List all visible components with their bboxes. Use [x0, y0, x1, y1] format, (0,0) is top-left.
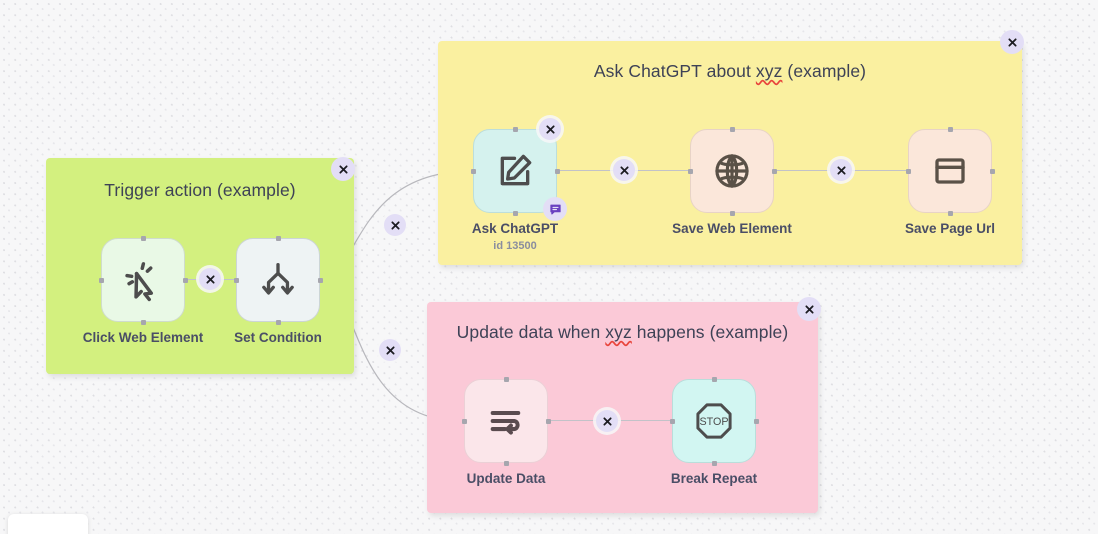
group-title-trigger-action: Trigger action (example)	[46, 180, 354, 201]
close-icon	[205, 274, 215, 284]
close-icon	[390, 220, 400, 230]
node-box-update-data[interactable]	[464, 379, 548, 463]
port-top[interactable]	[503, 376, 509, 382]
close-icon	[804, 304, 814, 314]
port-right[interactable]	[545, 418, 551, 424]
port-left[interactable]	[470, 168, 476, 174]
port-left[interactable]	[687, 168, 693, 174]
close-icon	[338, 164, 348, 174]
port-left[interactable]	[233, 277, 239, 283]
port-right[interactable]	[753, 418, 759, 424]
port-top[interactable]	[140, 235, 146, 241]
group-close-button-ask-chatgpt[interactable]	[1000, 30, 1024, 54]
node-ask-chatgpt[interactable]: Ask ChatGPT id 13500	[470, 118, 567, 252]
node-label-click-web-element: Click Web Element	[82, 330, 204, 345]
branch-split-icon	[262, 262, 294, 295]
group-title-prefix: Ask ChatGPT about	[593, 61, 756, 81]
edge-delete-button-to-updatedata-group[interactable]	[379, 339, 401, 361]
port-right[interactable]	[317, 277, 323, 283]
port-bottom[interactable]	[512, 210, 518, 216]
port-top[interactable]	[947, 126, 953, 132]
port-bottom[interactable]	[729, 210, 735, 216]
node-sublabel-ask-chatgpt: id 13500	[493, 240, 537, 252]
close-icon	[1007, 37, 1017, 47]
node-box-ask-chatgpt[interactable]	[473, 129, 557, 213]
port-left[interactable]	[461, 418, 467, 424]
node-close-button-ask-chatgpt[interactable]	[539, 118, 561, 140]
edit-square-icon	[500, 154, 532, 186]
node-label-break-repeat: Break Repeat	[670, 471, 758, 486]
close-icon	[836, 165, 846, 175]
close-icon	[545, 124, 555, 134]
group-title-misspelled-word: xyz	[605, 322, 632, 342]
bottom-left-panel[interactable]	[8, 514, 88, 534]
node-label-update-data: Update Data	[466, 471, 546, 486]
port-bottom[interactable]	[275, 319, 281, 325]
node-save-web-element[interactable]: Save Web Element	[672, 126, 792, 236]
port-bottom[interactable]	[140, 319, 146, 325]
port-top[interactable]	[512, 126, 518, 132]
group-trigger-action[interactable]: Trigger action (example) Click Web Eleme…	[46, 157, 355, 374]
cursor-click-icon	[125, 262, 153, 302]
node-box-break-repeat[interactable]: STOP	[672, 379, 756, 463]
node-label-save-web-element: Save Web Element	[672, 221, 792, 236]
group-update-data[interactable]: Update data when xyz happens (example) U…	[427, 297, 821, 513]
node-save-page-url[interactable]: Save Page Url	[905, 126, 995, 236]
edge-delete-button-webelement-to-pageurl[interactable]	[830, 159, 852, 181]
group-title-text: Trigger action (example)	[104, 180, 296, 200]
port-right[interactable]	[771, 168, 777, 174]
port-top[interactable]	[275, 235, 281, 241]
port-left[interactable]	[669, 418, 675, 424]
stop-sign-icon: STOP	[696, 403, 732, 439]
stop-text: STOP	[700, 416, 729, 428]
group-title-suffix: happens (example)	[631, 322, 789, 342]
globe-icon	[715, 154, 749, 188]
node-update-data[interactable]: Update Data	[461, 376, 551, 486]
port-top[interactable]	[729, 126, 735, 132]
port-left[interactable]	[98, 277, 104, 283]
node-click-web-element[interactable]: Click Web Element	[83, 235, 203, 345]
group-title-misspelled-word: xyz	[755, 61, 783, 81]
node-box-click-web-element[interactable]	[101, 238, 185, 322]
edge-delete-button-updatedata-to-breakrepeat[interactable]	[596, 410, 618, 432]
group-close-button-update-data[interactable]	[797, 297, 821, 321]
edge-delete-button-click-to-condition[interactable]	[199, 268, 221, 290]
node-box-set-condition[interactable]	[236, 238, 320, 322]
update-lines-icon	[490, 410, 521, 435]
port-right[interactable]	[554, 168, 560, 174]
edge-delete-button-to-chatgpt-group[interactable]	[384, 214, 406, 236]
port-right[interactable]	[182, 277, 188, 283]
node-box-save-web-element[interactable]	[690, 129, 774, 213]
node-comment-badge-ask-chatgpt[interactable]	[543, 197, 567, 221]
group-close-button-trigger-action[interactable]	[331, 157, 355, 181]
close-icon	[619, 165, 629, 175]
node-set-condition[interactable]: Set Condition	[233, 235, 323, 345]
node-box-save-page-url[interactable]	[908, 129, 992, 213]
group-title-ask-chatgpt: Ask ChatGPT about xyz (example)	[438, 61, 1022, 82]
port-bottom[interactable]	[947, 210, 953, 216]
node-label-set-condition: Set Condition	[234, 330, 322, 345]
group-ask-chatgpt[interactable]: Ask ChatGPT about xyz (example)	[438, 30, 1024, 265]
group-title-suffix: (example)	[782, 61, 867, 81]
edge-delete-button-chatgpt-to-webelement[interactable]	[613, 159, 635, 181]
group-title-update-data: Update data when xyz happens (example)	[427, 322, 818, 343]
node-break-repeat[interactable]: STOP Break Repeat	[669, 376, 759, 486]
port-top[interactable]	[711, 376, 717, 382]
node-label-save-page-url: Save Page Url	[904, 221, 996, 236]
browser-window-icon	[935, 158, 965, 184]
port-bottom[interactable]	[503, 460, 509, 466]
port-right[interactable]	[989, 168, 995, 174]
node-label-ask-chatgpt: Ask ChatGPT	[471, 221, 559, 236]
comment-icon	[549, 204, 561, 215]
close-icon	[385, 345, 395, 355]
close-icon	[602, 416, 612, 426]
port-left[interactable]	[905, 168, 911, 174]
port-bottom[interactable]	[711, 460, 717, 466]
group-title-prefix: Update data when	[456, 322, 606, 342]
